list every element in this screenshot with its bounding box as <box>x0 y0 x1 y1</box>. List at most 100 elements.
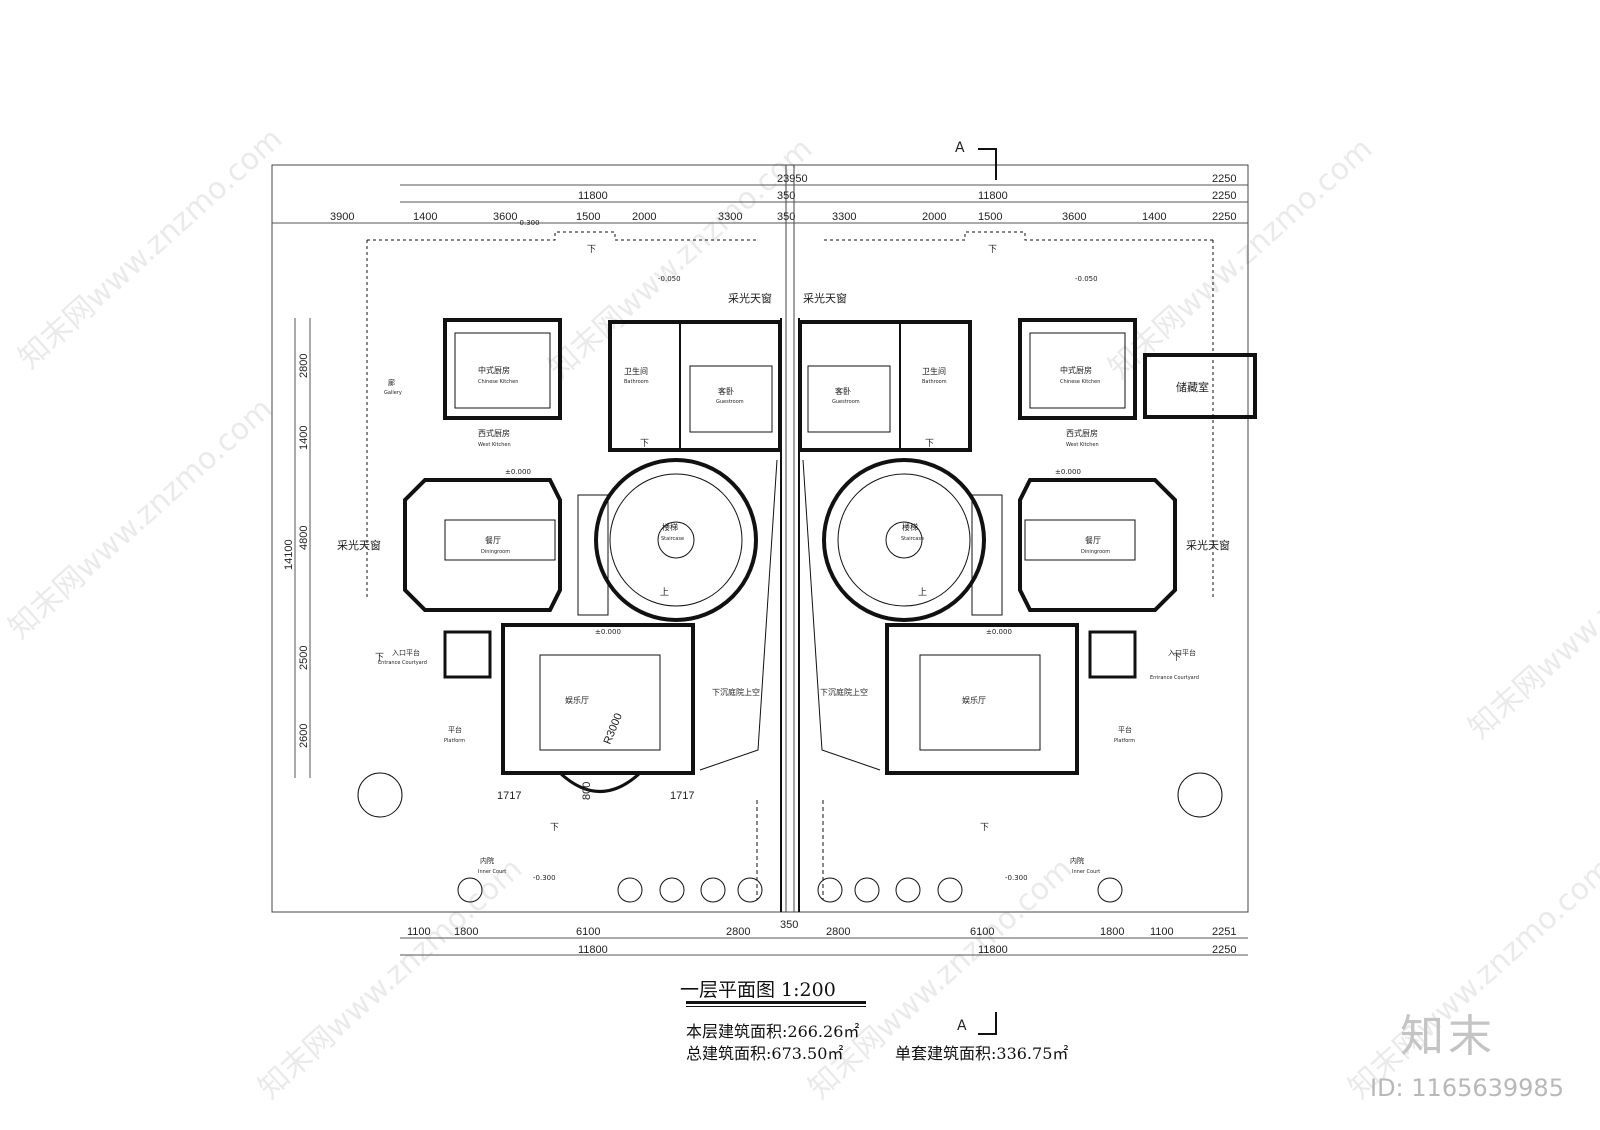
dim-top-r2: 3900 <box>330 211 354 223</box>
room-label: Chinese Kitchen <box>478 379 518 385</box>
section-marker-bottom <box>978 1012 997 1035</box>
stair-direction: 下 <box>988 245 997 255</box>
room-label: Inner Court <box>478 869 506 875</box>
room-label: Bathroom <box>922 379 947 385</box>
room-label: 内院 <box>1070 856 1084 865</box>
room-label: 采光天窗 <box>1186 538 1230 552</box>
dim-top-r2: 3600 <box>1062 211 1086 223</box>
dim-top-r2: 1400 <box>1142 211 1166 223</box>
bottom-dimensions: 1100 1800 6100 2800 350 2800 6100 1800 1… <box>400 919 1248 956</box>
level-mark: -0.300 <box>517 219 540 227</box>
room-label: 内院 <box>480 856 494 865</box>
total-area-text: 总建筑面积:673.50㎡ <box>686 1044 844 1063</box>
room-label: Platform <box>1114 738 1135 744</box>
dim-bottom-r1: 2251 <box>1212 926 1236 938</box>
dim-bottom-r1: 2800 <box>726 926 750 938</box>
dim-bottom-r2: 11800 <box>978 944 1008 956</box>
room-label: 餐厅 <box>1085 536 1101 545</box>
room-label: 楼梯 <box>902 522 918 532</box>
room-label: 餐厅 <box>485 536 501 545</box>
room-label: Chinese Kitchen <box>1060 379 1100 385</box>
watermark-text: 知末网www.znzmo.com <box>252 851 529 1106</box>
dim-top-r2: 1500 <box>978 211 1002 223</box>
dim-top-r2: 3600 <box>493 211 517 223</box>
unit-area-text: 单套建筑面积:336.75㎡ <box>895 1044 1069 1063</box>
dim-left-total: 14100 <box>283 539 295 570</box>
dim-top-r1: 350 <box>777 190 795 202</box>
room-label: Staircase <box>901 536 924 542</box>
title-underline <box>686 1006 866 1007</box>
drawing-title: 一层平面图 1:200 <box>680 979 836 1001</box>
dim-bottom-r1: 350 <box>780 919 798 931</box>
room-label: 廊 <box>388 378 395 387</box>
room-label: Bathroom <box>624 379 649 385</box>
room-label: Entrance Courtyard <box>378 660 427 666</box>
room-label: 平台 <box>1118 725 1132 734</box>
dim-top-r1: 11800 <box>978 190 1008 202</box>
room-label: Platform <box>444 738 465 744</box>
section-marker-top <box>978 148 997 180</box>
room-label: 卫生间 <box>624 366 648 376</box>
brand-logo: 知末 <box>1400 1011 1496 1062</box>
party-wall <box>756 318 824 912</box>
dim-top-r2: 2000 <box>922 211 946 223</box>
title-underline <box>686 1001 866 1004</box>
section-label-top: A <box>955 140 965 156</box>
level-mark: ±0.000 <box>595 628 621 636</box>
room-label: Diningroom <box>481 549 510 555</box>
stair-direction: 下 <box>925 439 934 449</box>
image-id-label: ID: 1165639985 <box>1370 1074 1564 1102</box>
watermark-layer: 知末网www.znzmo.com 知末网www.znzmo.com 知末网www… <box>2 121 1600 1106</box>
dim-bottom-r1: 1800 <box>454 926 478 938</box>
section-label-bottom: A <box>957 1018 967 1034</box>
level-mark: -0.050 <box>658 275 681 283</box>
room-label: Guestroom <box>832 399 860 405</box>
room-label: 平台 <box>448 725 462 734</box>
dim-top-r1: 2250 <box>1212 190 1236 202</box>
level-mark: ±0.000 <box>505 468 531 476</box>
stair-direction: 下 <box>375 653 384 663</box>
storage-room <box>1143 353 1257 419</box>
watermark-text: 知末网www.znzmo.com <box>2 391 279 646</box>
room-label: 娱乐厅 <box>565 695 589 705</box>
watermark-text: 知末网www.znzmo.com <box>12 121 289 376</box>
dim-left: 2600 <box>298 724 310 748</box>
dim-top-r2: 3300 <box>832 211 856 223</box>
left-unit <box>357 231 782 903</box>
room-label: Entrance Courtyard <box>1150 675 1199 681</box>
room-label: 下沉庭院上空 <box>820 687 868 697</box>
room-label: Diningroom <box>1081 549 1110 555</box>
dim-top-r1: 2250 <box>1212 173 1236 185</box>
dim-misc: R3000 <box>602 712 625 747</box>
misc-dimensions: 1717 1717 R3000 800 <box>497 712 694 802</box>
room-label: Gallery <box>384 390 402 396</box>
room-label: 入口平台 <box>392 648 420 657</box>
room-label: 采光天窗 <box>337 538 381 552</box>
room-label: West Kitchen <box>478 442 511 448</box>
stair-direction: 下 <box>550 823 559 833</box>
dim-bottom-r1: 6100 <box>970 926 994 938</box>
stair-direction: 上 <box>918 587 927 598</box>
level-mark: ±0.000 <box>1055 468 1081 476</box>
room-label: 下沉庭院上空 <box>712 687 760 697</box>
room-label: 客卧 <box>718 386 734 396</box>
dim-misc: 1717 <box>497 790 521 802</box>
room-label: 客卧 <box>835 386 851 396</box>
watermark-text: 知末网www.znzmo.com <box>1342 851 1600 1106</box>
level-marks: -0.300 -0.050 -0.050 ±0.000 ±0.000 ±0.00… <box>505 219 1098 882</box>
level-mark: -0.300 <box>533 874 556 882</box>
top-dimensions: 23950 11800 350 11800 2250 2250 3900 140… <box>272 173 1248 224</box>
dim-bottom-r1: 6100 <box>576 926 600 938</box>
dim-left: 4800 <box>298 526 310 550</box>
room-label: 储藏室 <box>1176 380 1209 394</box>
dim-bottom-r1: 1800 <box>1100 926 1124 938</box>
watermark-text: 知末网www.znzmo.com <box>802 851 1079 1106</box>
dim-bottom-r2: 2250 <box>1212 944 1236 956</box>
dim-top-r1: 11800 <box>578 190 608 202</box>
floor-area-text: 本层建筑面积:266.26㎡ <box>686 1022 860 1041</box>
level-mark: ±0.000 <box>986 628 1012 636</box>
stair-direction: 下 <box>980 823 989 833</box>
stair-direction: 下 <box>640 439 649 449</box>
room-label: West Kitchen <box>1066 442 1099 448</box>
